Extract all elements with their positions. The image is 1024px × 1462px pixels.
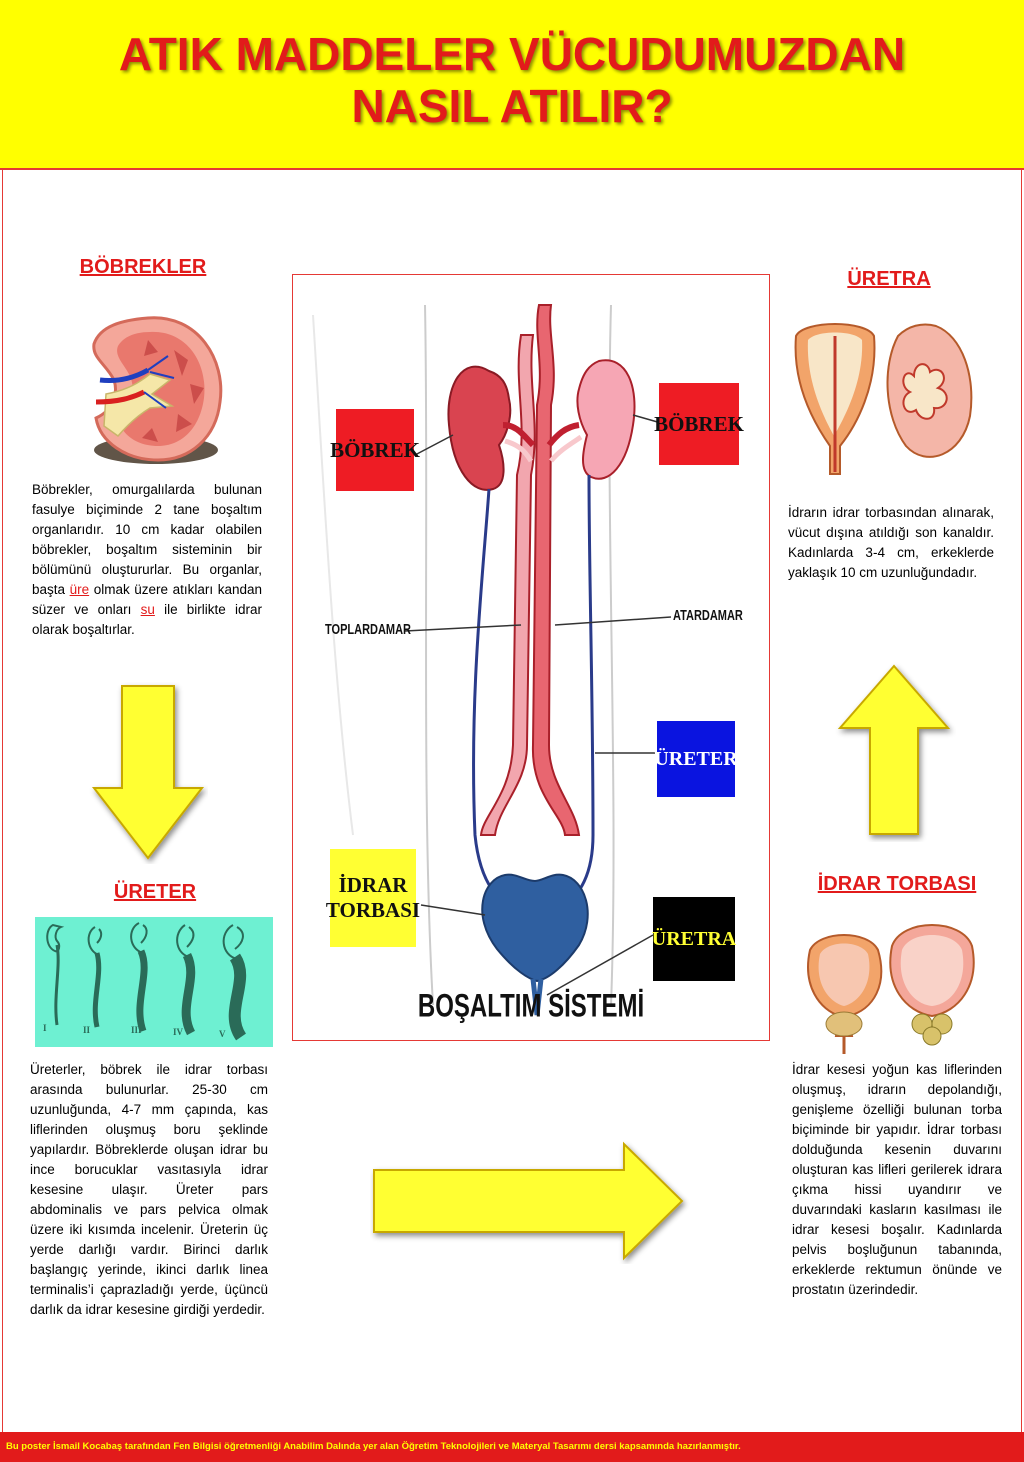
ureter-text: Üreterler, böbrek ile idrar torbası aras… (30, 1062, 268, 1317)
bobrekler-text-part-2: olmak üzere atıkları kandan süzer ve onl… (32, 582, 262, 617)
idrar-torbasi-illustration (807, 924, 975, 1054)
title-line-2: NASIL ATILIR? (351, 80, 673, 132)
uretra-title: ÜRETRA (847, 268, 931, 290)
bobrekler-text-part-1: Böbrekler, omurgalılarda bulunan fasulye… (32, 482, 262, 597)
arrow-right-icon (373, 1141, 684, 1261)
bobrekler-text: Böbrekler, omurgalılarda bulunan fasulye… (32, 480, 262, 640)
bobrekler-title: BÖBREKLER (79, 256, 207, 278)
ureter-stage-label-2: II (83, 1025, 91, 1035)
kidney-illustration (92, 316, 223, 464)
label-atardamar: ATARDAMAR (673, 608, 743, 624)
poster-frame (2, 170, 1022, 1432)
poster-header: ATIK MADDELER VÜCUDUMUZDAN NASIL ATILIR? (0, 0, 1024, 170)
label-bobrek-right: BÖBREK (654, 383, 744, 465)
bobrekler-text-part-3: ile birlikte idrar olarak boşaltırlar. (32, 602, 262, 637)
ureter-title: ÜRETER (113, 881, 197, 903)
poster-title: ATIK MADDELER VÜCUDUMUZDAN NASIL ATILIR? (0, 28, 1024, 132)
ureter-stage-label-3: III (131, 1025, 142, 1035)
bosaltim-sistemi-diagram: BÖBREK BÖBREK TOPLARDAMAR ATARDAMAR ÜRET… (292, 274, 770, 1041)
diagram-title: BOŞALTIM SİSTEMİ (417, 988, 645, 1025)
uretra-illustration (794, 323, 973, 475)
arrow-up-icon (837, 664, 951, 835)
label-ureter: ÜRETER (654, 721, 738, 797)
label-toplardamar: TOPLARDAMAR (325, 622, 411, 638)
ureter-stage-label-1: I (43, 1023, 47, 1033)
arrow-down-icon (91, 685, 205, 860)
label-bobrek-left: BÖBREK (330, 409, 420, 491)
uretra-text: İdrarın idrar torbasından alınarak, vücu… (788, 505, 994, 580)
ureter-stage-label-5: V (219, 1029, 226, 1039)
poster-footer: Bu poster İsmail Kocabaş tarafından Fen … (0, 1432, 1024, 1462)
label-uretra: ÜRETRA (652, 897, 736, 981)
label-idrar-torbasi-line1: İDRAR (338, 873, 408, 897)
idrar-torbasi-text: İdrar kesesi yoğun kas liflerinden oluşm… (792, 1062, 1002, 1297)
bobrekler-highlight-ure: üre (69, 582, 90, 597)
urinary-system-drawing (312, 304, 672, 1016)
idrar-torbasi-title: İDRAR TORBASI (817, 873, 977, 895)
bobrekler-highlight-su: su (140, 602, 155, 617)
label-idrar-torbasi-line2: TORBASI (325, 898, 421, 922)
ureter-stages-illustration: I II III IV V (35, 917, 273, 1047)
footer-credit: Bu poster İsmail Kocabaş tarafından Fen … (6, 1441, 741, 1452)
label-idrar-torbasi: İDRAR TORBASI (326, 849, 420, 947)
title-line-1: ATIK MADDELER VÜCUDUMUZDAN (118, 28, 906, 80)
ureter-stage-label-4: IV (173, 1027, 184, 1037)
